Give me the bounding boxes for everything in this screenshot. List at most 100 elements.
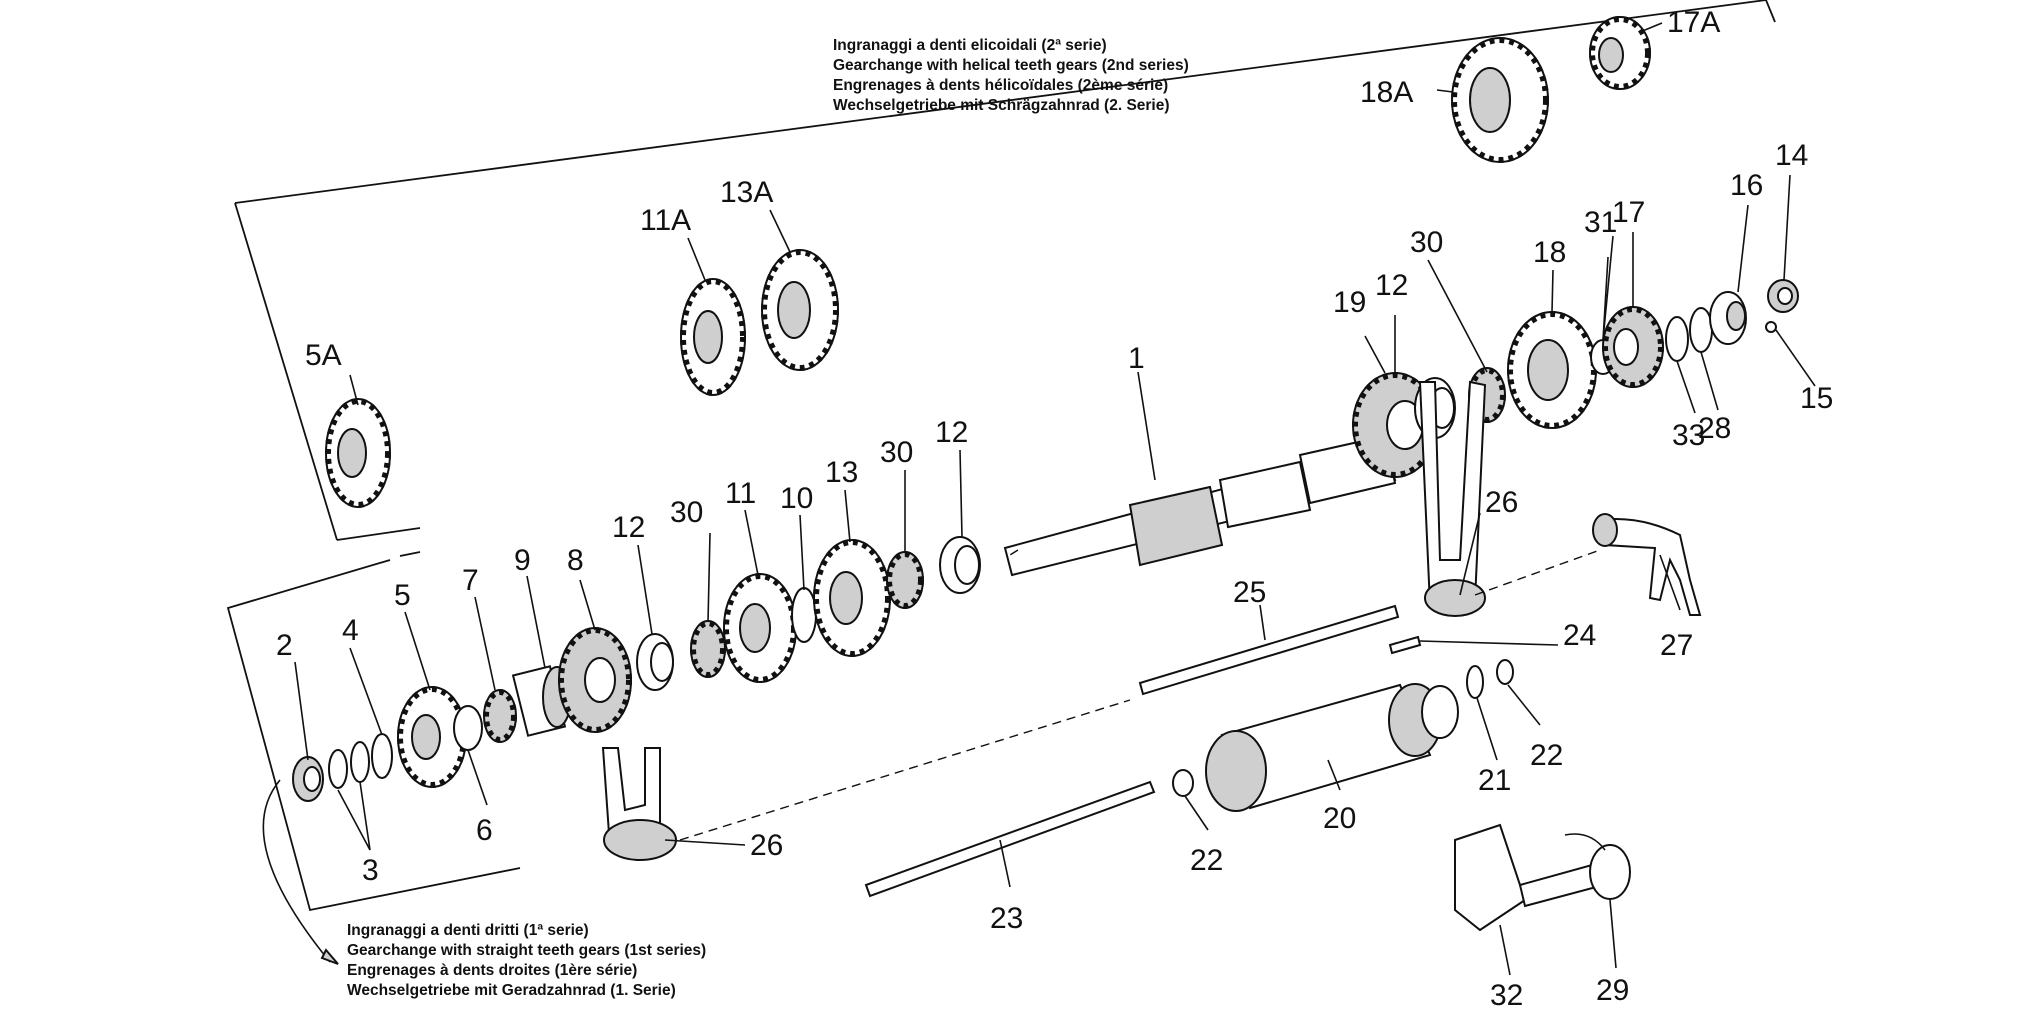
callout-2: 2 bbox=[276, 629, 293, 662]
callout-26-upper: 26 bbox=[1485, 486, 1518, 519]
callout-31: 31 bbox=[1584, 206, 1617, 239]
gear-13 bbox=[813, 539, 891, 657]
gear-5a bbox=[325, 398, 391, 508]
washer-4 bbox=[371, 733, 393, 779]
ball-15 bbox=[1765, 321, 1777, 333]
callout-7: 7 bbox=[462, 564, 479, 597]
callout-30-lower: 30 bbox=[670, 496, 703, 529]
gear-18 bbox=[1507, 311, 1597, 429]
callout-1: 1 bbox=[1128, 342, 1145, 375]
note-helical-line-4: Wechselgetriebe mit Schrägzahnrad (2. Se… bbox=[833, 97, 1170, 114]
callout-22-left: 22 bbox=[1190, 844, 1223, 877]
note-straight-line-3: Engrenages à dents droites (1ère série) bbox=[347, 962, 637, 979]
nut-14 bbox=[1767, 279, 1799, 313]
callout-18a: 18A bbox=[1360, 76, 1413, 109]
callout-17: 17 bbox=[1612, 196, 1645, 229]
bushing-6 bbox=[453, 705, 483, 751]
leader-lines bbox=[294, 22, 1816, 976]
shaft-axis bbox=[1009, 549, 1019, 556]
fork-shaft-25 bbox=[1138, 604, 1400, 696]
callout-12-lower-a: 12 bbox=[612, 511, 645, 544]
callout-21: 21 bbox=[1478, 764, 1511, 797]
gear-18a bbox=[1451, 37, 1549, 163]
callout-11: 11 bbox=[725, 477, 756, 510]
series-arrow-head bbox=[320, 948, 339, 965]
callout-32: 32 bbox=[1490, 979, 1523, 1012]
washer-21 bbox=[1466, 665, 1484, 699]
callout-24: 24 bbox=[1563, 619, 1596, 652]
callout-28: 28 bbox=[1698, 412, 1731, 445]
washer-28 bbox=[1689, 307, 1713, 353]
selector-drum-20 bbox=[1205, 683, 1459, 812]
callout-23: 23 bbox=[990, 902, 1023, 935]
series-arrow bbox=[262, 779, 331, 963]
callout-29: 29 bbox=[1596, 974, 1629, 1007]
callout-12-upper: 12 bbox=[1375, 269, 1408, 302]
callout-30-upper: 30 bbox=[1410, 226, 1443, 259]
callout-4: 4 bbox=[342, 614, 359, 647]
callout-30-mid: 30 bbox=[880, 436, 913, 469]
callouts: 1 2 3 4 5 5A 6 7 8 9 10 11 11A 12 12 12 … bbox=[276, 6, 1833, 1012]
fork-26-lower bbox=[601, 747, 677, 861]
nut-2 bbox=[292, 756, 324, 802]
needle-bearing-7 bbox=[483, 689, 517, 743]
fork-27 bbox=[1592, 513, 1702, 616]
note-helical-line-2: Gearchange with helical teeth gears (2nd… bbox=[833, 57, 1189, 74]
pin-24 bbox=[1388, 635, 1422, 655]
callout-9: 9 bbox=[514, 544, 531, 577]
callout-25: 25 bbox=[1233, 576, 1266, 609]
gear-11 bbox=[723, 573, 797, 683]
note-helical-series: Ingranaggi a denti elicoidali (2ª serie)… bbox=[833, 37, 1189, 114]
callout-11a: 11A bbox=[640, 204, 691, 237]
gear-13a bbox=[761, 249, 839, 371]
callout-6: 6 bbox=[476, 814, 493, 847]
gear-17a bbox=[1589, 16, 1651, 90]
note-straight-line-1: Ingranaggi a denti dritti (1ª serie) bbox=[347, 922, 589, 939]
note-straight-series: Ingranaggi a denti dritti (1ª serie) Gea… bbox=[347, 922, 706, 999]
washer-3b bbox=[350, 741, 370, 783]
callout-19: 19 bbox=[1333, 286, 1366, 319]
washer-3a bbox=[328, 749, 348, 789]
straight-series-frame bbox=[226, 551, 521, 912]
callout-18: 18 bbox=[1533, 236, 1566, 269]
gear-5 bbox=[397, 686, 467, 788]
callout-20: 20 bbox=[1323, 802, 1356, 835]
callout-12-lower-b: 12 bbox=[935, 416, 968, 449]
bushing-16 bbox=[1709, 291, 1747, 345]
note-helical-line-1: Ingranaggi a denti elicoidali (2ª serie) bbox=[833, 37, 1107, 54]
fork-26-upper bbox=[1418, 380, 1487, 617]
splined-hub-9 bbox=[511, 665, 572, 737]
callout-5: 5 bbox=[394, 579, 411, 612]
callout-15: 15 bbox=[1800, 382, 1833, 415]
washer-22-left bbox=[1172, 769, 1194, 797]
callout-17a: 17A bbox=[1667, 6, 1720, 39]
spring-29 bbox=[1564, 833, 1631, 900]
callout-16: 16 bbox=[1730, 169, 1763, 202]
needle-bearing-30-mid bbox=[886, 551, 924, 609]
note-helical-line-3: Engrenages à dents hélicoïdales (2ème sé… bbox=[833, 77, 1168, 94]
callout-14: 14 bbox=[1775, 139, 1808, 172]
needle-bearing-30-lower bbox=[690, 620, 726, 678]
washer-22-right bbox=[1496, 659, 1514, 685]
fork-axis-lower bbox=[679, 699, 1131, 841]
washer-10 bbox=[791, 587, 817, 643]
callout-33: 33 bbox=[1672, 419, 1705, 452]
bushing-12-lower-a bbox=[636, 633, 674, 691]
washer-33 bbox=[1665, 316, 1689, 362]
callout-10: 10 bbox=[780, 482, 813, 515]
callout-22-right: 22 bbox=[1530, 739, 1563, 772]
bushing-12-lower-b bbox=[939, 536, 981, 594]
drum-shaft-23 bbox=[864, 780, 1156, 898]
gear-17 bbox=[1602, 306, 1664, 388]
callout-13: 13 bbox=[825, 456, 858, 489]
main-shaft bbox=[1003, 434, 1397, 577]
note-straight-line-4: Wechselgetriebe mit Geradzahnrad (1. Ser… bbox=[347, 982, 676, 999]
fork-axis-upper bbox=[1474, 549, 1601, 596]
callout-3: 3 bbox=[362, 854, 379, 887]
callout-5a: 5A bbox=[305, 339, 342, 372]
callout-13a: 13A bbox=[720, 176, 773, 209]
gear-11a bbox=[680, 278, 746, 396]
gear-8 bbox=[558, 627, 632, 733]
callout-26-lower: 26 bbox=[750, 829, 783, 862]
